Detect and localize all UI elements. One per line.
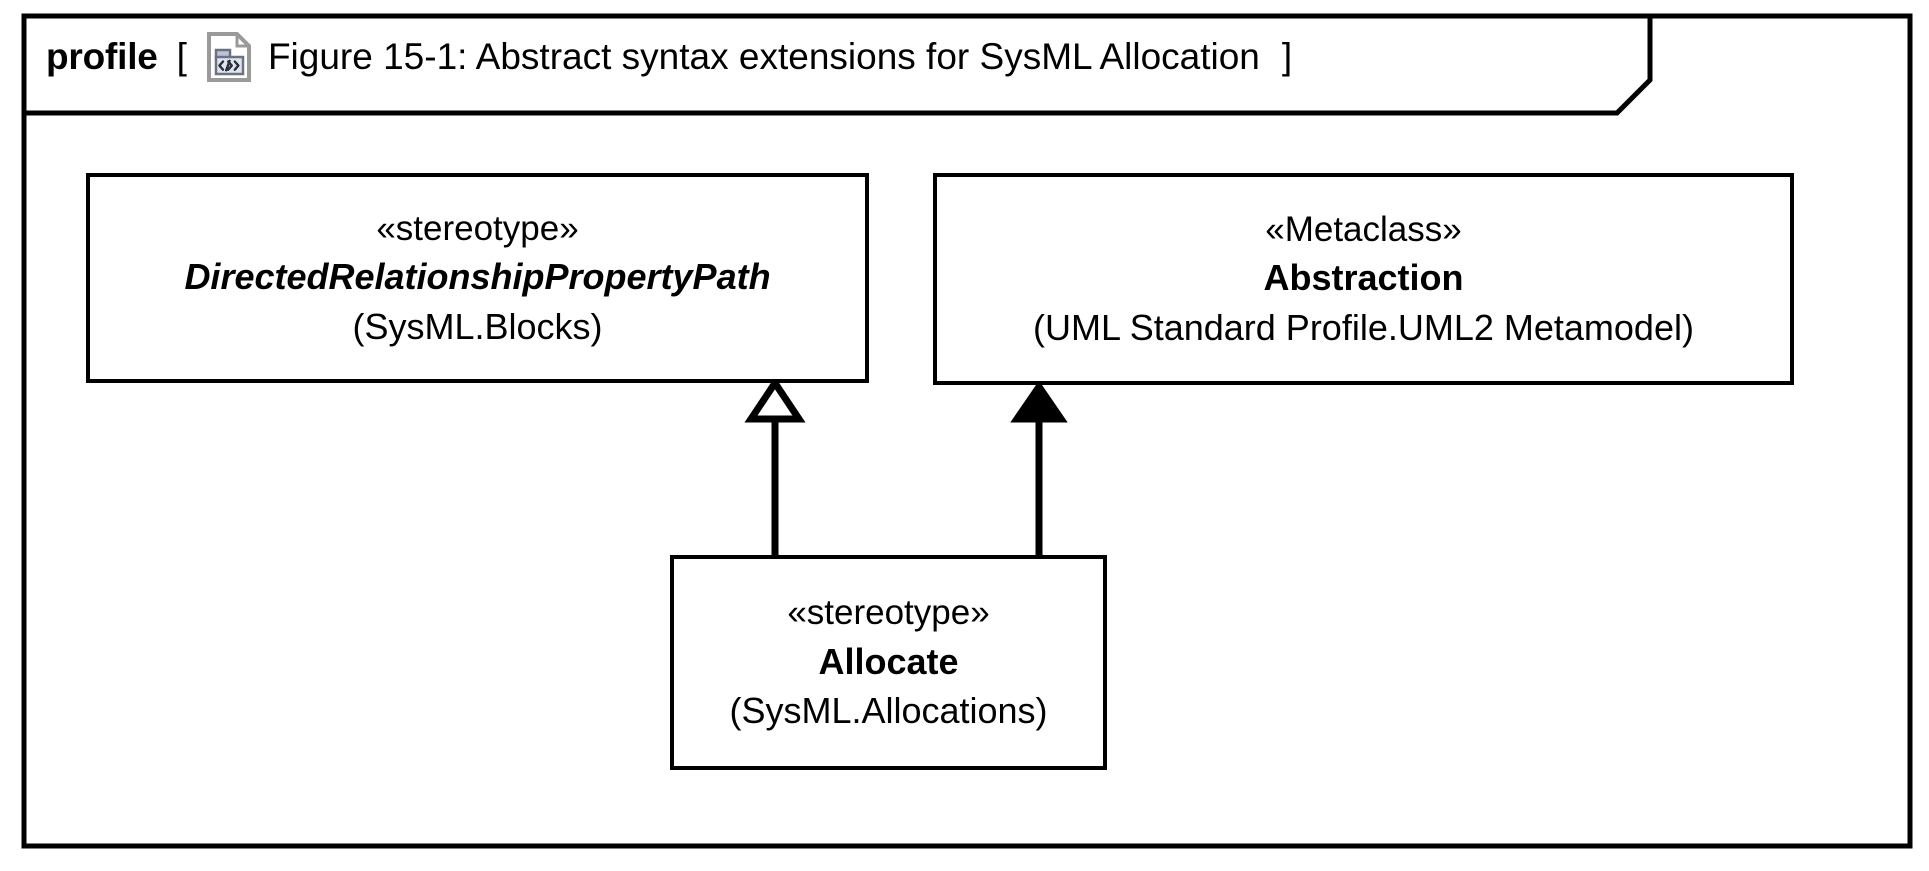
class-box-abstraction[interactable]: «Metaclass» Abstraction (UML Standard Pr… (933, 173, 1794, 385)
frame-kind-label: profile (46, 35, 158, 77)
package-label: (SysML.Blocks) (352, 305, 603, 347)
frame-bracket-close: ] (1281, 35, 1293, 77)
class-name: Allocate (818, 640, 959, 682)
class-box-allocate[interactable]: «stereotype» Allocate (SysML.Allocations… (670, 555, 1107, 770)
frame-bracket-open: [ (176, 35, 187, 77)
class-box-directed-relationship-property-path[interactable]: «stereotype» DirectedRelationshipPropert… (86, 173, 869, 383)
stereotype-label: «stereotype» (787, 593, 990, 633)
frame-header-label: profile [ Figure 15-1: Abstract synt (46, 22, 1292, 90)
class-name: DirectedRelationshipPropertyPath (184, 256, 771, 298)
profile-diagram-icon (206, 31, 252, 83)
stereotype-label: «stereotype» (376, 208, 579, 248)
stereotype-label: «Metaclass» (1265, 209, 1462, 249)
frame-title: Figure 15-1: Abstract syntax extensions … (267, 35, 1260, 77)
package-label: (UML Standard Profile.UML2 Metamodel) (1033, 306, 1694, 348)
class-name: Abstraction (1263, 257, 1464, 299)
package-label: (SysML.Allocations) (729, 690, 1048, 732)
frame-header-pentagon (21, 13, 1653, 116)
